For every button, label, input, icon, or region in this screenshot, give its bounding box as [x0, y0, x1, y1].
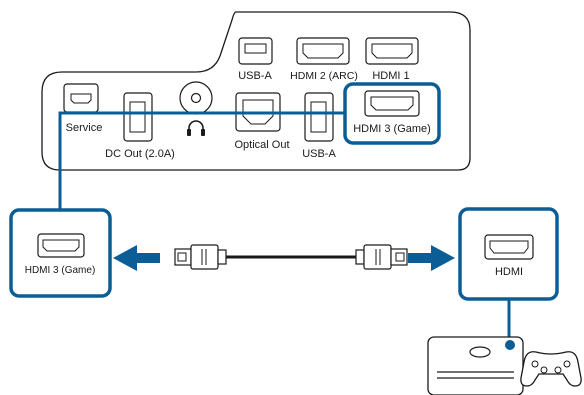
dc-out-label: DC Out (2.0A) — [105, 148, 175, 160]
game-controller-icon — [520, 351, 582, 387]
hdmi3-leader-line — [58, 111, 345, 210]
service-port: Service — [63, 83, 103, 134]
hdmi3-label: HDMI 3 (Game) — [353, 123, 431, 135]
hdmi2-port: HDMI 2 (ARC) — [290, 37, 358, 82]
right-callout-label: HDMI — [495, 266, 523, 278]
left-arrow — [113, 245, 160, 271]
service-label: Service — [66, 122, 103, 134]
usb-a-port-top: USB-A — [238, 37, 273, 82]
game-console-icon — [427, 336, 524, 395]
right-arrow — [408, 245, 455, 271]
dc-out-port: DC Out (2.0A) — [105, 92, 175, 160]
optical-out-label: Optical Out — [234, 139, 289, 151]
hdmi1-label: HDMI 1 — [372, 70, 409, 82]
usb-a-bottom-label: USB-A — [302, 148, 336, 160]
hdmi1-port: HDMI 1 — [365, 37, 419, 82]
usb-a-top-label: USB-A — [238, 70, 272, 82]
left-callout-label: HDMI 3 (Game) — [25, 265, 96, 276]
right-hdmi-callout: HDMI — [458, 207, 559, 301]
left-hdmi3-callout: HDMI 3 (Game) — [9, 208, 112, 298]
hdmi3-port-highlight: HDMI 3 (Game) — [343, 82, 441, 145]
hdmi-cable-icon — [174, 244, 408, 270]
usb-a-port-bottom: USB-A — [302, 92, 336, 160]
headphone-icon — [187, 120, 205, 136]
headphone-jack — [179, 81, 213, 136]
hdmi2-label: HDMI 2 (ARC) — [290, 70, 358, 82]
